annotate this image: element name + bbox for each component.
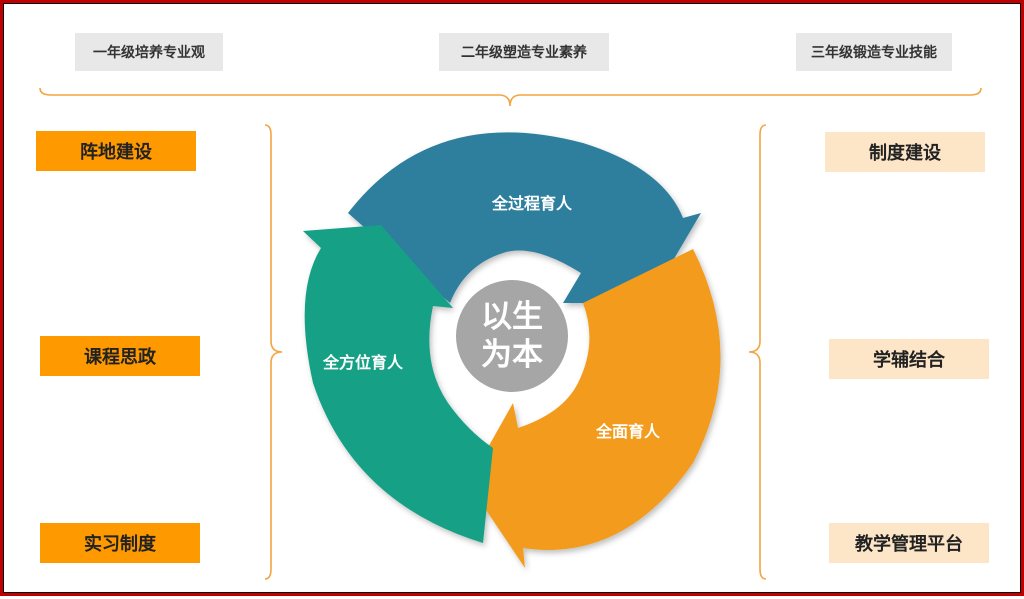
- left-brace: [264, 124, 283, 580]
- left-box-label: 实习制度: [84, 534, 156, 555]
- segment-label-all-directional: 全方位育人: [322, 353, 404, 372]
- center-label-line2: 为本: [481, 337, 543, 373]
- grade-label: 二年级塑造专业素养: [461, 45, 587, 61]
- center-label-line1: 以生: [481, 299, 543, 335]
- right-box-label: 学辅结合: [873, 350, 945, 371]
- right-box-learning-support: 学辅结合: [829, 339, 989, 379]
- left-box-label: 课程思政: [84, 347, 156, 368]
- left-box-label: 阵地建设: [80, 142, 152, 163]
- grade-box-year3: 三年级锻造专业技能: [796, 33, 952, 71]
- grade-label: 一年级培养专业观: [93, 45, 205, 61]
- top-brace: [39, 87, 982, 107]
- left-box-internship-system: 实习制度: [40, 523, 200, 563]
- left-box-position-building: 阵地建设: [36, 131, 196, 171]
- grade-box-year2: 二年级塑造专业素养: [439, 33, 609, 71]
- cycle-segment-all-directional: [303, 225, 493, 543]
- cycle-segment-all-round: [468, 249, 721, 568]
- right-box-label: 教学管理平台: [855, 534, 963, 555]
- grade-box-year1: 一年级培养专业观: [75, 33, 223, 71]
- segment-label-all-round: 全面育人: [595, 422, 661, 441]
- right-box-system-building: 制度建设: [825, 132, 985, 172]
- segment-label-whole-process: 全过程育人: [491, 194, 573, 213]
- right-brace: [748, 124, 767, 580]
- cycle-segment-whole-process: [348, 132, 701, 303]
- right-box-label: 制度建设: [869, 143, 941, 164]
- center-circle: [456, 280, 568, 392]
- cycle-diagram: 全过程育人 全面育人 全方位育人 以生 为本: [39, 87, 982, 580]
- right-box-teaching-platform: 教学管理平台: [829, 523, 989, 563]
- grade-label: 三年级锻造专业技能: [811, 45, 937, 61]
- left-box-course-ideology: 课程思政: [40, 336, 200, 376]
